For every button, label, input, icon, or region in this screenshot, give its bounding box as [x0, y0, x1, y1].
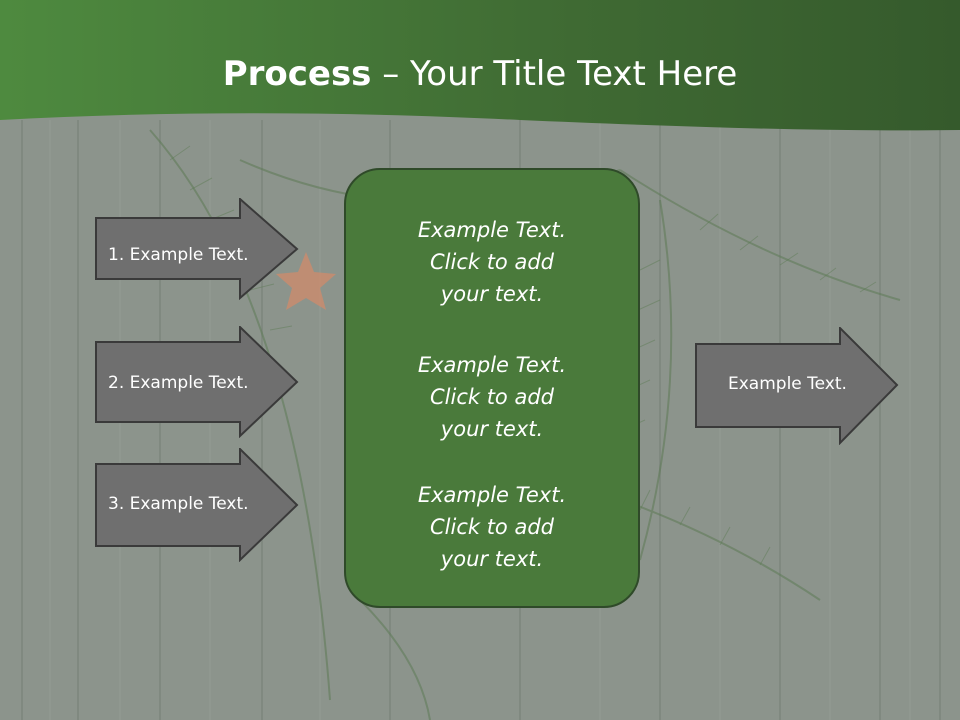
- center-block-3-line1: Example Text.: [417, 483, 567, 507]
- left-arrow-1[interactable]: 1. Example Text.: [95, 198, 300, 300]
- center-block-3: Example Text. Click to add your text.: [346, 479, 638, 575]
- arrow-2-shape: [95, 326, 299, 438]
- center-block-2-line2: Click to add: [429, 385, 554, 409]
- slide-title: Process – Your Title Text Here: [0, 52, 960, 96]
- star-cookie-decoration: [276, 252, 336, 310]
- left-arrow-3[interactable]: 3. Example Text.: [95, 448, 300, 562]
- right-arrow[interactable]: Example Text.: [695, 327, 900, 445]
- arrow-3-label: 3. Example Text.: [108, 494, 249, 514]
- center-block-2-line3: your text.: [440, 417, 544, 441]
- right-arrow-label: Example Text.: [728, 374, 847, 394]
- arrow-1-label: 1. Example Text.: [108, 245, 249, 265]
- center-block-1-line2: Click to add: [429, 250, 554, 274]
- center-block-1-line1: Example Text.: [417, 218, 567, 242]
- center-block-3-line3: your text.: [440, 547, 544, 571]
- center-text-box[interactable]: Example Text. Click to add your text. Ex…: [344, 168, 640, 608]
- left-arrow-2[interactable]: 2. Example Text.: [95, 326, 300, 438]
- center-block-2-line1: Example Text.: [417, 353, 567, 377]
- title-rest: – Your Title Text Here: [371, 54, 738, 94]
- right-arrow-shape: [695, 327, 899, 445]
- arrow-1-shape: [95, 198, 299, 300]
- title-bold: Process: [222, 54, 372, 94]
- center-block-2: Example Text. Click to add your text.: [346, 349, 638, 445]
- header-band: [0, 0, 960, 131]
- arrow-3-shape: [95, 448, 299, 562]
- center-block-1-line3: your text.: [440, 282, 544, 306]
- center-block-1: Example Text. Click to add your text.: [346, 214, 638, 310]
- center-block-3-line2: Click to add: [429, 515, 554, 539]
- arrow-2-label: 2. Example Text.: [108, 373, 249, 393]
